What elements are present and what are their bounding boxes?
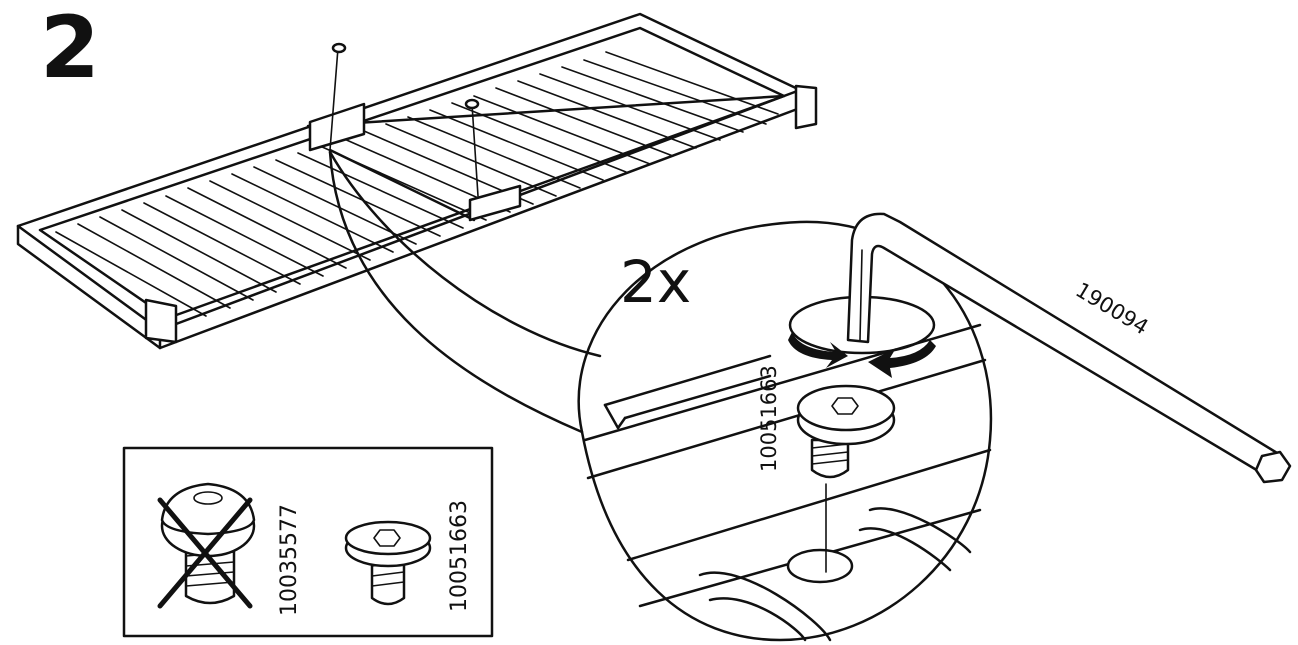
rotation-arrow-icon [788, 332, 936, 378]
correct-screw-code: 10051663 [447, 500, 472, 612]
screw-hole [786, 548, 854, 584]
correct-screw [344, 520, 432, 606]
shelf-frame [16, 12, 818, 350]
screw-marker-right [464, 98, 480, 197]
hex-key-tool [846, 212, 1292, 484]
screw-marker-left [329, 42, 347, 151]
quantity-label: 2x [620, 248, 691, 316]
cross-out-icon [157, 497, 253, 609]
screw-10051663 [796, 384, 896, 479]
step-number: 2 [40, 0, 100, 98]
detail-zoom-circle [577, 220, 993, 642]
parts-box: 10035577 10051663 [122, 446, 494, 638]
screw-code-detail: 10051663 [757, 365, 781, 472]
hex-key-code: 190094 [1071, 278, 1152, 340]
callout-line [328, 150, 584, 434]
wrong-screw-code: 10035577 [277, 504, 302, 616]
